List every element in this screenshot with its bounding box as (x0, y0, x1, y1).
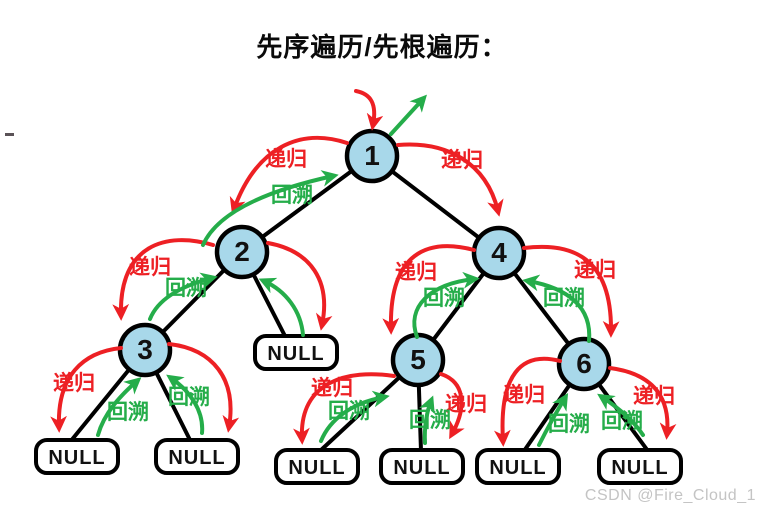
recursion-arrow-2-3 (112, 238, 215, 321)
node-2-circle (214, 224, 270, 280)
node-4-label: 4 (491, 237, 507, 268)
recursion-labels: 递归 递归 递归 递归 递归 递归 递归 递归 递归 递归 (53, 147, 675, 416)
recursion-arrow-1-4 (396, 142, 504, 217)
backtrack-arrow-null-2 (258, 277, 305, 337)
tree-node-6: 6 (556, 336, 612, 392)
backtrack-label: 回溯 (328, 399, 370, 423)
backtrack-label: 回溯 (601, 409, 643, 433)
null-node-3-left: NULL (34, 438, 120, 475)
backtrack-label: 回溯 (409, 408, 451, 432)
null-node-5-right: NULL (379, 448, 465, 485)
null-node-6-right: NULL (597, 448, 683, 485)
backtrack-arrow-null-3-right (166, 374, 205, 435)
watermark: CSDN @Fire_Cloud_1 (584, 487, 756, 504)
node-1-circle (344, 128, 400, 184)
recursion-arrow-6-null-right (608, 366, 677, 440)
backtrack-arrows (96, 94, 645, 447)
null-box (379, 448, 465, 485)
null-node-6-left: NULL (475, 448, 561, 485)
null-label: NULL (288, 457, 345, 479)
tree-node-2: 2 (214, 224, 270, 280)
backtrack-labels: 回溯 回溯 回溯 回溯 回溯 回溯 回溯 回溯 回溯 回溯 (107, 183, 643, 436)
null-box (274, 448, 360, 485)
null-box (154, 438, 240, 475)
backtrack-arrow-null-6-right (597, 393, 645, 437)
backtrack-label: 回溯 (423, 286, 465, 310)
backtrack-label: 回溯 (543, 286, 585, 310)
null-node-3-right: NULL (154, 438, 240, 475)
null-box (597, 448, 683, 485)
node-1-label: 1 (364, 140, 380, 171)
recursion-arrow-4-5 (382, 244, 476, 335)
backtrack-label: 回溯 (271, 183, 313, 207)
recursion-label: 递归 (574, 258, 616, 282)
recursion-label: 递归 (265, 147, 307, 171)
null-node-2-right: NULL (253, 334, 339, 371)
backtrack-arrow-5-4 (412, 271, 480, 339)
null-box (475, 448, 561, 485)
backtrack-arrow-null-5-right (419, 395, 435, 445)
recursion-label: 递归 (445, 392, 487, 416)
null-label: NULL (393, 457, 450, 479)
backtrack-arrow-2-1 (201, 170, 339, 247)
backtrack-arrow-null-6-left (537, 392, 569, 447)
recursion-label: 递归 (633, 384, 675, 408)
tree-node-4: 4 (471, 225, 527, 281)
null-label: NULL (48, 447, 105, 469)
recursion-arrow-enter-root (354, 89, 384, 131)
recursion-label: 递归 (53, 371, 95, 395)
node-4-circle (471, 225, 527, 281)
backtrack-arrow-exit-root (389, 94, 427, 136)
backtrack-arrow-null-5-left (319, 390, 390, 443)
backtrack-arrow-3-2 (148, 272, 218, 321)
recursion-arrow-3-null-left (50, 346, 123, 433)
null-box (34, 438, 120, 475)
recursion-arrow-6-null-left (493, 356, 562, 447)
stray-mark (5, 133, 14, 136)
backtrack-arrow-null-3-left (96, 377, 142, 437)
backtrack-label: 回溯 (165, 276, 207, 300)
recursion-label: 递归 (441, 148, 483, 172)
backtrack-arrow-6-4 (522, 274, 592, 343)
backtrack-label: 回溯 (168, 385, 210, 409)
backtrack-label: 回溯 (548, 412, 590, 436)
recursion-arrow-1-2 (229, 135, 349, 215)
null-node-5-left: NULL (274, 448, 360, 485)
recursion-arrow-4-6 (522, 244, 620, 338)
null-box (253, 334, 339, 371)
tree-node-5: 5 (390, 332, 446, 388)
null-label: NULL (267, 343, 324, 365)
node-6-label: 6 (576, 348, 592, 379)
recursion-label: 递归 (503, 383, 545, 407)
page-title: 先序遍历/先根遍历： (256, 32, 508, 62)
recursion-label: 递归 (311, 376, 353, 400)
tree-node-3: 3 (117, 322, 173, 378)
node-3-label: 3 (137, 334, 153, 365)
recursion-arrow-5-null-right (439, 372, 465, 440)
node-5-label: 5 (410, 344, 426, 375)
node-2-label: 2 (234, 236, 250, 267)
tree-node-1: 1 (344, 128, 400, 184)
recursion-label: 递归 (395, 260, 437, 284)
recursion-arrow-3-null-right (167, 342, 240, 433)
backtrack-label: 回溯 (107, 400, 149, 424)
null-label: NULL (168, 447, 225, 469)
null-label: NULL (611, 457, 668, 479)
null-label: NULL (489, 457, 546, 479)
recursion-arrow-2-null (266, 241, 333, 331)
node-6-circle (556, 336, 612, 392)
recursion-arrows (50, 89, 677, 447)
recursion-arrow-5-null-left (293, 372, 396, 445)
recursion-label: 递归 (129, 255, 171, 279)
